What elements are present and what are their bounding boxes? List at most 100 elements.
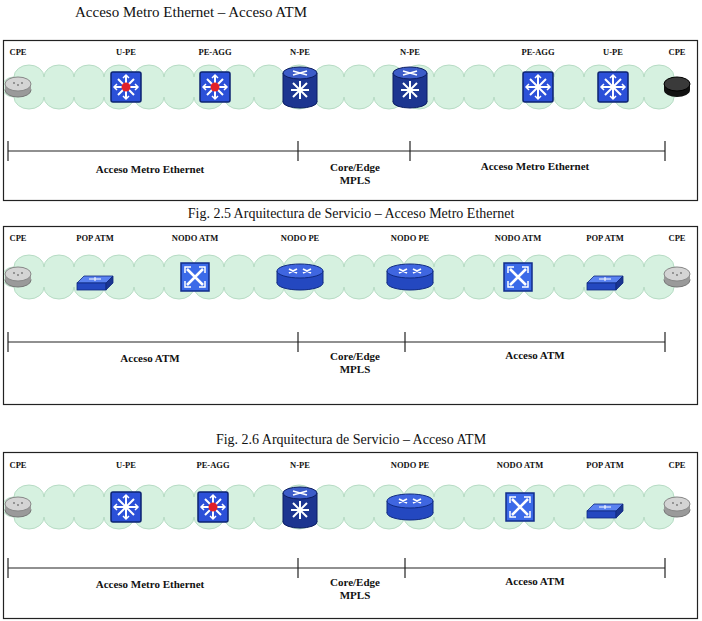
network-device: NODO PE — [265, 233, 335, 292]
device-label: PE-AGG — [503, 47, 573, 57]
network-device: CPE — [642, 233, 702, 288]
device-label: POP ATM — [570, 460, 640, 470]
network-device: CPE — [0, 233, 53, 288]
bracket-tick — [7, 141, 8, 161]
bracket-tick — [664, 141, 665, 161]
device-label: PE-AGG — [180, 47, 250, 57]
switch-icon — [197, 491, 229, 523]
network-device: N-PE — [265, 47, 335, 110]
section-label: Core/Edge MPLS — [320, 350, 390, 376]
device-label: CPE — [0, 233, 53, 243]
network-device: U-PE — [578, 47, 648, 103]
atm-switch-icon — [505, 492, 535, 522]
bracket-tick — [7, 558, 8, 578]
network-device: CPE — [0, 460, 53, 518]
figure-caption: Fig. 2.5 Arquitectura de Servicio – Acce… — [188, 206, 515, 222]
cpe-router-icon — [663, 266, 691, 288]
section-label: Acceso ATM — [50, 352, 250, 365]
panel-frame — [4, 453, 698, 619]
diagram-title: Acceso Metro Ethernet – Acceso ATM — [75, 3, 307, 21]
network-device: PE-AGG — [180, 47, 250, 103]
device-label: NODO PE — [375, 460, 445, 470]
cpe-router-icon — [663, 76, 691, 98]
device-label: CPE — [0, 47, 53, 57]
network-device: NODO PE — [375, 233, 445, 292]
router-icon — [386, 492, 434, 522]
device-label: PE-AGG — [178, 460, 248, 470]
device-label: CPE — [642, 47, 702, 57]
network-device: NODO ATM — [485, 460, 555, 522]
network-device: PE-AGG — [178, 460, 248, 523]
network-device: POP ATM — [570, 460, 640, 520]
section-label: Core/Edge MPLS — [320, 161, 390, 187]
switch-icon — [110, 491, 142, 523]
network-device: POP ATM — [60, 233, 130, 292]
network-device: NODO PE — [375, 460, 445, 522]
section-label: Core/Edge MPLS — [320, 576, 390, 602]
network-device: NODO ATM — [483, 233, 553, 292]
network-device: U-PE — [91, 460, 161, 523]
cpe-router-icon — [4, 76, 32, 98]
network-device: POP ATM — [570, 233, 640, 292]
router-icon — [391, 64, 429, 110]
network-device: NODO ATM — [160, 233, 230, 292]
bracket-line — [8, 567, 665, 568]
device-label: NODO PE — [265, 233, 335, 243]
device-label: NODO ATM — [485, 460, 555, 470]
switch-icon — [110, 71, 142, 103]
bracket-tick — [409, 141, 410, 161]
cpe-router-icon — [4, 266, 32, 288]
figure-caption: Fig. 2.6 Arquitectura de Servicio – Acce… — [216, 432, 486, 448]
section-label: Acceso ATM — [435, 349, 635, 362]
section-label: Acceso Metro Ethernet — [50, 163, 250, 176]
bracket-tick — [297, 332, 298, 352]
atm-switch-icon — [180, 262, 210, 292]
panel-frame — [4, 227, 698, 405]
bracket-line — [8, 341, 665, 342]
bracket-tick — [404, 558, 405, 578]
device-label: N-PE — [375, 47, 445, 57]
network-device: N-PE — [265, 460, 335, 530]
access-switch-icon — [586, 274, 624, 292]
device-label: CPE — [0, 460, 53, 470]
access-switch-icon — [76, 274, 114, 292]
network-cloud — [2, 65, 686, 109]
network-device: CPE — [642, 47, 702, 98]
bracket-tick — [297, 141, 298, 161]
cpe-router-icon — [663, 496, 691, 518]
device-label: POP ATM — [60, 233, 130, 243]
span-bracket — [8, 141, 665, 161]
network-cloud — [2, 255, 686, 299]
device-label: NODO ATM — [160, 233, 230, 243]
device-label: U-PE — [91, 460, 161, 470]
switch-icon — [522, 71, 554, 103]
network-device: U-PE — [91, 47, 161, 103]
bracket-tick — [7, 332, 8, 352]
section-label: Acceso ATM — [435, 575, 635, 588]
switch-icon — [597, 71, 629, 103]
device-label: U-PE — [91, 47, 161, 57]
device-label: CPE — [642, 233, 702, 243]
network-device: N-PE — [375, 47, 445, 110]
device-label: CPE — [642, 460, 702, 470]
bracket-tick — [664, 332, 665, 352]
bracket-tick — [664, 558, 665, 578]
device-label: U-PE — [578, 47, 648, 57]
section-label: Acceso Metro Ethernet — [50, 578, 250, 591]
network-device: CPE — [0, 47, 53, 98]
atm-switch-icon — [503, 262, 533, 292]
panel-frame — [4, 41, 698, 201]
device-label: NODO PE — [375, 233, 445, 243]
network-device: PE-AGG — [503, 47, 573, 103]
router-icon — [276, 262, 324, 292]
device-label: N-PE — [265, 460, 335, 470]
bracket-tick — [404, 332, 405, 352]
section-label: Acceso Metro Ethernet — [435, 160, 635, 173]
device-label: NODO ATM — [483, 233, 553, 243]
access-switch-icon — [586, 502, 624, 520]
bracket-line — [8, 150, 665, 151]
network-device: CPE — [642, 460, 702, 518]
switch-icon — [199, 71, 231, 103]
